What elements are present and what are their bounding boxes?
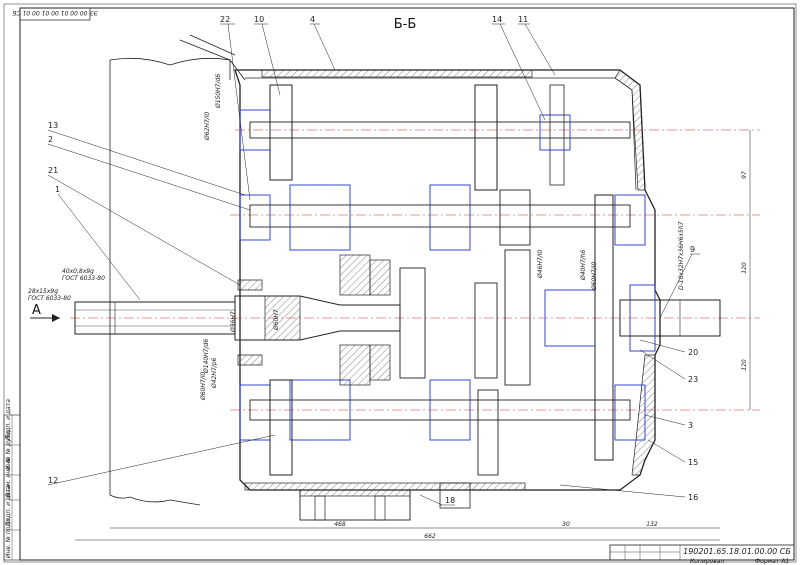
svg-text:D-10х32Н7х36Н6х5h7: D-10х32Н7х36Н6х5h7 — [678, 221, 685, 290]
title-block: 190201.65.18.01.00.00 СБ Копировал Форма… — [609, 544, 795, 565]
lower-reverse-shaft — [239, 344, 646, 476]
adjacent-housing — [109, 57, 231, 506]
callouts-bottom: 18 — [419, 494, 455, 506]
svg-text:11: 11 — [518, 15, 528, 24]
svg-text:Инв. № подл.: Инв. № подл. — [5, 517, 12, 558]
svg-text:4: 4 — [310, 15, 315, 24]
gearbox-housing — [234, 69, 661, 491]
svg-text:Формат А1: Формат А1 — [755, 558, 789, 565]
top-stamp: ЭЭ 00 00 01 00 01 00 01 СБ — [12, 7, 99, 21]
svg-text:23: 23 — [688, 375, 698, 384]
svg-text:Ø46Н7/l0: Ø46Н7/l0 — [537, 250, 544, 279]
svg-text:9: 9 — [690, 245, 695, 254]
outer-frame — [3, 3, 797, 563]
svg-text:662: 662 — [424, 533, 436, 540]
dimensions-bottom: 468 662 30 132 — [75, 521, 720, 541]
svg-text:120: 120 — [741, 359, 748, 371]
svg-text:ГОСТ 6033-80: ГОСТ 6033-80 — [62, 275, 105, 282]
section-title: Б-Б — [394, 17, 417, 32]
svg-text:40х0,8х9g: 40х0,8х9g — [62, 268, 94, 275]
svg-text:190201.65.18.01.00.00 СБ: 190201.65.18.01.00.00 СБ — [683, 547, 791, 556]
upper-intermediate-shaft — [239, 84, 631, 191]
svg-text:14: 14 — [492, 15, 502, 24]
mounting-feet — [299, 482, 471, 521]
svg-text:Копировал: Копировал — [690, 558, 724, 565]
bellhousing-flange — [179, 34, 246, 81]
svg-text:Ø40Н7/h6: Ø40Н7/h6 — [580, 249, 587, 281]
svg-text:Ø62Н7/l0: Ø62Н7/l0 — [204, 112, 211, 141]
svg-text:20: 20 — [688, 348, 698, 357]
svg-text:Подп. и дата: Подп. и дата — [5, 485, 12, 526]
svg-text:3: 3 — [688, 421, 693, 430]
svg-text:22: 22 — [220, 15, 230, 24]
svg-text:Ø42Н7/p6: Ø42Н7/p6 — [211, 357, 218, 389]
svg-text:28х15х9g: 28х15х9g — [28, 288, 58, 295]
svg-text:2: 2 — [48, 135, 53, 144]
svg-text:Ø150Н7/d6: Ø150Н7/d6 — [215, 74, 222, 109]
main-shaft — [239, 184, 646, 461]
svg-text:21: 21 — [48, 166, 58, 175]
svg-text:132: 132 — [646, 521, 658, 528]
svg-text:30: 30 — [562, 521, 570, 528]
callouts-right: 9 20 23 3 15 16 — [559, 245, 700, 502]
svg-text:А: А — [32, 303, 41, 318]
svg-text:1: 1 — [55, 185, 60, 194]
callouts-top: 22 10 4 14 11 — [220, 15, 556, 201]
svg-text:18: 18 — [445, 496, 455, 505]
centerlines — [70, 129, 760, 411]
svg-text:Ø60Н7/l0: Ø60Н7/l0 — [591, 262, 598, 291]
svg-text:Взам. инв. №: Взам. инв. № — [5, 456, 12, 497]
svg-text:Ø36Н7: Ø36Н7 — [230, 311, 237, 333]
svg-text:468: 468 — [334, 521, 346, 528]
callouts-left: 13 2 21 1 12 — [47, 121, 276, 486]
svg-text:97: 97 — [741, 171, 748, 179]
svg-text:15: 15 — [688, 458, 698, 467]
svg-text:ГОСТ 6033-80: ГОСТ 6033-80 — [28, 295, 71, 302]
left-strip: Подп. и дата Инв. № дубл. Взам. инв. № П… — [3, 399, 21, 561]
drawing-frame — [19, 7, 795, 561]
svg-text:Ø140Н7/d6: Ø140Н7/d6 — [203, 339, 210, 374]
svg-text:10: 10 — [254, 15, 264, 24]
dimensions-right: 97 120 120 — [741, 130, 751, 410]
svg-text:Ø60Н7: Ø60Н7 — [273, 309, 280, 331]
svg-text:120: 120 — [741, 262, 748, 274]
svg-text:16: 16 — [688, 493, 698, 502]
svg-text:Ø60Н7/l0: Ø60Н7/l0 — [200, 372, 207, 401]
svg-text:12: 12 — [48, 476, 58, 485]
svg-text:13: 13 — [48, 121, 58, 130]
svg-text:ЭЭ 00 00 01 00 01 00 01 СБ: ЭЭ 00 00 01 00 01 00 01 СБ — [12, 9, 98, 16]
fit-annotations: 28х15х9g ГОСТ 6033-80 40х0,8х9g ГОСТ 603… — [28, 74, 685, 401]
svg-text:Подп. и дата: Подп. и дата — [5, 399, 12, 440]
view-arrow: А — [30, 303, 60, 322]
svg-text:Инв. № дубл.: Инв. № дубл. — [5, 429, 12, 470]
